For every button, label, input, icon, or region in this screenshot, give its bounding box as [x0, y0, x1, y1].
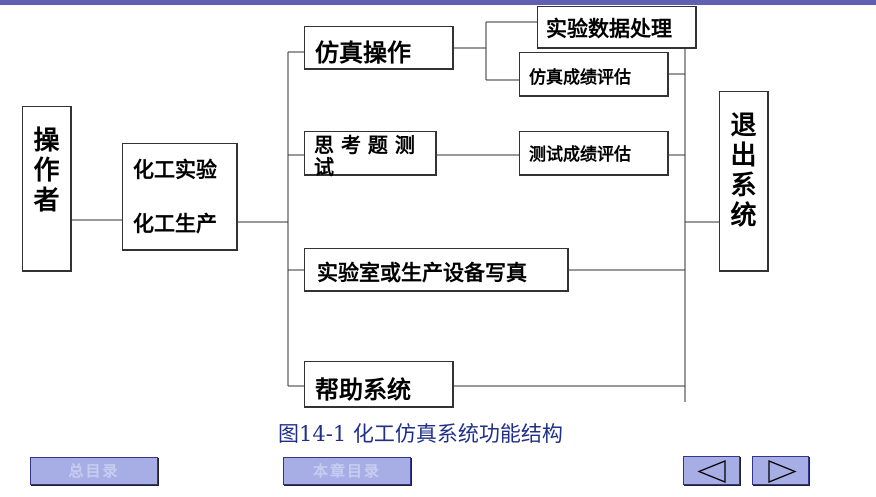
simulation-score-label: 仿真成绩评估: [529, 68, 631, 88]
simulation-operation-node: 仿真操作: [304, 26, 454, 70]
test-score-node: 测试成绩评估: [519, 131, 669, 176]
equipment-photos-label: 实验室或生产设备写真: [317, 261, 527, 285]
chemical-production-label: 化工生产: [133, 212, 217, 236]
chemical-experiment-label: 化工实验: [133, 158, 217, 182]
thinking-test-node: 思 考 题 测 试: [304, 131, 437, 179]
test-score-label: 测试成绩评估: [529, 145, 631, 165]
simulation-score-node: 仿真成绩评估: [519, 52, 669, 97]
exit-system-node: 退出系统: [719, 91, 769, 272]
help-system-label: 帮助系统: [315, 376, 411, 404]
equipment-photos-node: 实验室或生产设备写真: [304, 248, 569, 292]
thinking-test-label: 思 考 题 测 试: [314, 133, 415, 179]
operator-label: 操作者: [33, 126, 60, 216]
next-page-button[interactable]: [752, 456, 809, 485]
main-menu-button[interactable]: 总目录: [30, 457, 158, 485]
data-processing-node: 实验数据处理: [537, 6, 697, 49]
header-title-fragment: [0, 0, 876, 5]
operator-node: 操作者: [22, 106, 72, 272]
chapter-menu-button[interactable]: 本章目录: [283, 457, 411, 485]
exit-system-label: 退出系统: [730, 111, 757, 231]
data-processing-label: 实验数据处理: [546, 17, 672, 41]
help-system-node: 帮助系统: [304, 361, 454, 408]
simulation-operation-label: 仿真操作: [315, 39, 411, 67]
category-node: 化工实验 化工生产: [122, 143, 238, 251]
figure-caption: 图14-1 化工仿真系统功能结构: [278, 422, 563, 446]
previous-page-button[interactable]: [683, 456, 740, 485]
